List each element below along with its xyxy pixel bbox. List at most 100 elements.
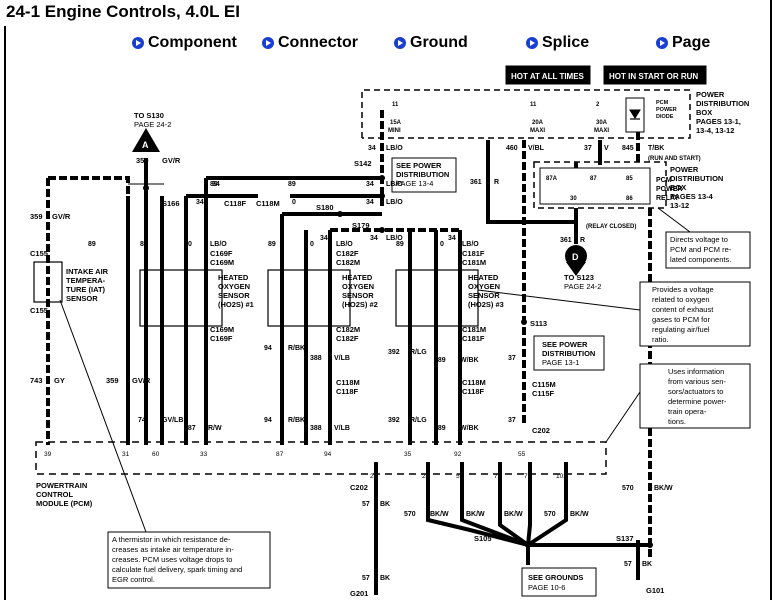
sensor-1-2: SENSOR	[218, 291, 250, 300]
sensor-3-1: OXYGEN	[468, 282, 500, 291]
fuse-2-type: MAXI	[530, 128, 545, 134]
wbk: W/BK	[460, 357, 479, 364]
c118m-label: C118M	[256, 199, 280, 208]
w743-label: 743	[30, 376, 43, 385]
nav-splice[interactable]: Splice	[526, 32, 589, 54]
w570: 570	[404, 511, 416, 518]
hot-all-times-box	[505, 65, 591, 85]
note-pcm-4: train opera-	[668, 407, 707, 416]
w89b: 89	[210, 181, 218, 188]
nav-connector[interactable]: Connector	[262, 32, 358, 54]
c169f2-label: C169F	[210, 334, 233, 343]
lbo-a: LB/O	[210, 241, 227, 248]
note-iat-box	[107, 531, 271, 589]
nav-connector-label: Connector	[278, 34, 358, 51]
w34g: 34	[370, 235, 378, 242]
diode-label-1: POWER	[656, 107, 677, 113]
hot-all-times-label: HOT AT ALL TIMES	[511, 72, 585, 81]
relay-pin-86: 86	[626, 196, 633, 202]
nav-page[interactable]: Page	[656, 32, 710, 54]
note-ho2s-2: content of exhaust	[652, 305, 714, 314]
power-distribution-box	[361, 89, 691, 139]
nav-component[interactable]: Component	[132, 32, 237, 54]
to-s130-0: TO S130	[134, 111, 164, 120]
left-border	[4, 26, 6, 600]
fuse-1-num: 11	[392, 102, 399, 108]
see-pd1-1: DISTRIBUTION	[396, 170, 449, 179]
fuse-1-type: MINI	[388, 128, 401, 134]
see-pd2-1: DISTRIBUTION	[542, 349, 595, 358]
gvr-label: GV/R	[162, 156, 181, 165]
w387: 387	[184, 425, 196, 432]
relay-name-2: RELAY	[656, 195, 679, 202]
w89f: 89	[88, 241, 96, 248]
lbo-c: LB/O	[386, 181, 403, 188]
w34b: 34	[366, 181, 374, 188]
pcm-pin-51: 51	[456, 473, 464, 480]
hot-start-run-label: HOT IN START OR RUN	[609, 72, 698, 81]
gy-label: GY	[54, 376, 65, 385]
bk: BK	[380, 501, 390, 508]
v: V	[604, 145, 609, 152]
w388b: 388	[310, 425, 322, 432]
pdb-title-4: 13-4, 13-12	[696, 126, 734, 135]
w361b: 361	[560, 237, 572, 244]
lbo-e: LB/O	[336, 241, 353, 248]
w89a: 89	[140, 241, 148, 248]
note-ho2s-4: regulating air/fuel	[652, 325, 710, 334]
note-iat-1: creases as intake air temperature in-	[112, 545, 234, 554]
note-pcm-3: determine power-	[668, 397, 727, 406]
w570b: 570	[544, 511, 556, 518]
note-relay-2: lated components.	[670, 255, 731, 264]
rbk: R/BK	[288, 345, 305, 352]
iat-1: TEMPERA-	[66, 276, 106, 285]
c181m2-label: C181M	[462, 325, 486, 334]
relay-pin-87: 87	[590, 176, 597, 182]
vlb: V/LB	[334, 355, 350, 362]
iat-2: TURE (IAT)	[66, 285, 106, 294]
note-pcm-0: Uses information	[668, 367, 724, 376]
pcm-pin-94: 94	[324, 451, 332, 458]
w359b-label: 359	[30, 212, 43, 221]
lbo-d: LB/O	[386, 199, 403, 206]
diode-symbol	[629, 109, 641, 119]
pdb-title-0: POWER	[696, 90, 725, 99]
c115m-label: C115M	[532, 380, 556, 389]
relay-box	[533, 161, 667, 209]
off-page-a-icon	[132, 128, 160, 152]
rw: R/W	[208, 425, 222, 432]
pdb-title-3: PAGES 13-1,	[696, 117, 741, 126]
fuse-1-amp: 15A	[390, 120, 402, 126]
c181m-label: C181M	[462, 258, 486, 267]
nav-ground[interactable]: Ground	[394, 32, 468, 54]
arrow-circle-icon	[394, 37, 406, 49]
rbk-b: R/BK	[288, 417, 305, 424]
pcm-power-relay	[539, 167, 651, 205]
sensor-1-box	[139, 269, 223, 327]
hot-start-run-box	[603, 65, 707, 85]
bk-b: BK	[642, 561, 652, 568]
bkw-b: BK/W	[466, 511, 485, 518]
r: R	[494, 179, 499, 186]
w389b: 389	[434, 425, 446, 432]
note-pcm-relay-box	[665, 231, 751, 269]
iat-sensor-box	[33, 261, 63, 303]
c202-label: C202	[532, 426, 550, 435]
bk-c: BK	[380, 575, 390, 582]
c169f-label: C169F	[210, 249, 233, 258]
pcm-pin-92: 92	[454, 451, 462, 458]
w0c: 0	[310, 241, 314, 248]
see-pd1-0: SEE POWER	[396, 161, 442, 170]
diode-box	[625, 97, 645, 133]
relay-title-2: BOX	[670, 183, 686, 192]
c118m2-label: C118M	[336, 378, 360, 387]
bkw-d: BK/W	[570, 511, 589, 518]
pcm-pin-103: 103	[556, 473, 567, 480]
relay-name-1: POWER	[656, 186, 682, 193]
pcm-pin-24: 24	[422, 473, 430, 480]
see-grounds-box	[521, 567, 597, 597]
note-pcm-box	[639, 363, 751, 429]
page-title: 24-1 Engine Controls, 4.0L EI	[6, 2, 240, 21]
lbo-b: LB/O	[386, 145, 403, 152]
